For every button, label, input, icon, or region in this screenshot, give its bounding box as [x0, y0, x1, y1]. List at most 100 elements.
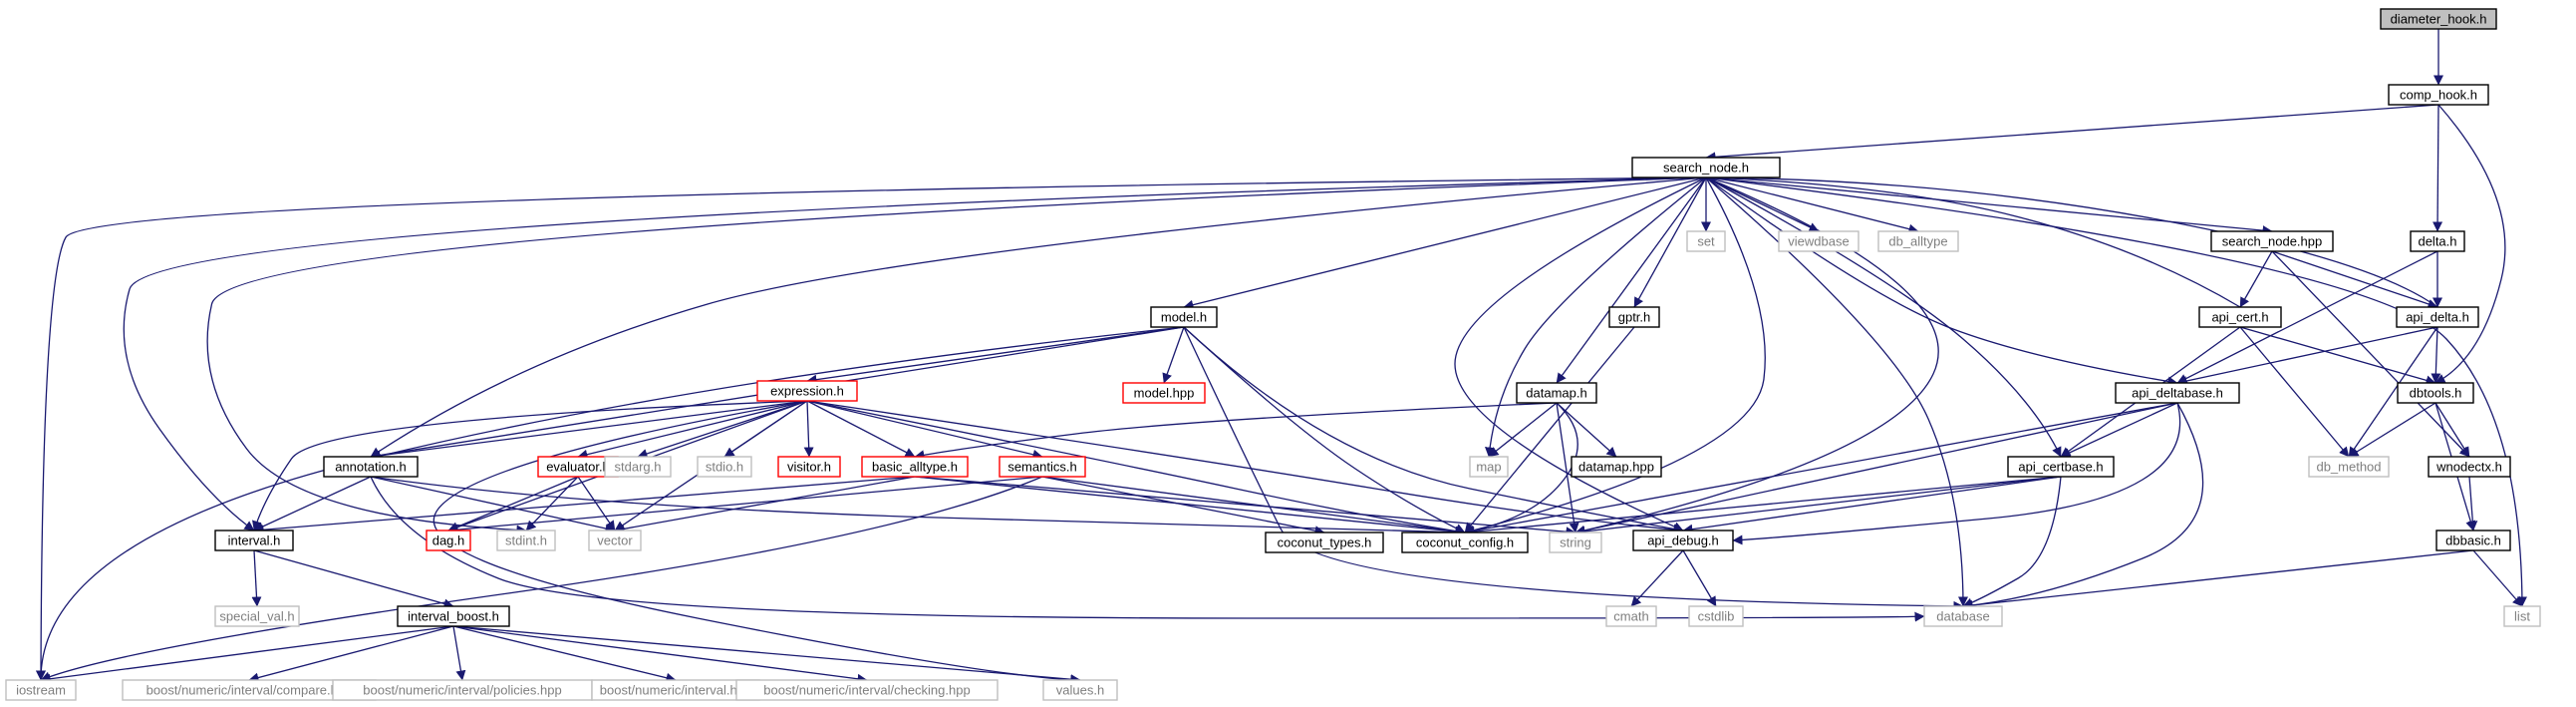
node-coconut-types[interactable]: coconut_types.h — [1265, 531, 1384, 553]
node-box — [1571, 456, 1662, 478]
node-box — [426, 530, 471, 551]
node-iostream: iostream — [5, 679, 77, 701]
node-box — [2115, 382, 2240, 404]
node-box — [1688, 605, 1744, 627]
node-comp-hook[interactable]: comp_hook.h — [2388, 84, 2489, 106]
node-dbtools[interactable]: dbtools.h — [2397, 382, 2474, 404]
node-box — [1122, 382, 1206, 404]
node-box — [5, 679, 77, 701]
node-api-cert[interactable]: api_cert.h — [2198, 306, 2282, 328]
node-semantics[interactable]: semantics.h — [999, 456, 1086, 478]
node-label: viewdbase — [1788, 233, 1849, 248]
edge-search_node-to-api_debug — [1454, 177, 1707, 531]
edge-evaluator-to-vector — [577, 476, 616, 531]
node-label: basic_alltype.h — [872, 459, 958, 474]
edge-api_cert-to-dbtools — [2239, 326, 2436, 386]
node-gptr[interactable]: gptr.h — [1608, 306, 1660, 328]
edge-delta-to-api_deltabase — [2176, 250, 2438, 384]
node-box — [2198, 306, 2282, 328]
edge-datamap-to-string — [1556, 402, 1579, 533]
node-label: boost/numeric/interval/policies.hpp — [363, 682, 561, 697]
edge-interval_boost-to-iostream — [40, 625, 454, 684]
node-coconut-config[interactable]: coconut_config.h — [1401, 531, 1529, 553]
node-model-hpp[interactable]: model.hpp — [1122, 382, 1206, 404]
edge-datamap-to-basic_alltype — [914, 402, 1558, 461]
node-api-debug[interactable]: api_debug.h — [1632, 530, 1734, 551]
edge-annotation-to-coconut_config — [370, 476, 1466, 537]
node-db-alltype: db_alltype — [1877, 230, 1959, 252]
edge-evaluator-to-stdint — [525, 476, 579, 531]
node-map: map — [1469, 456, 1509, 478]
node-basic-alltype[interactable]: basic_alltype.h — [861, 456, 969, 478]
node-b-compare: boost/numeric/interval/compare.hpp — [122, 679, 377, 701]
node-label: stdint.h — [505, 532, 547, 547]
node-database: database — [1923, 605, 2003, 627]
node-api-delta[interactable]: api_delta.h — [2396, 306, 2479, 328]
edge-semantics-to-iostream — [40, 476, 1043, 682]
edge-api_certbase-to-coconut_config — [1464, 476, 2062, 537]
node-label: coconut_config.h — [1416, 534, 1514, 549]
edge-basic_alltype-to-string — [914, 476, 1576, 537]
node-evaluator[interactable]: evaluator.h — [537, 456, 619, 478]
node-label: annotation.h — [335, 459, 407, 474]
edge-datamap-to-coconut_config — [1464, 402, 1578, 536]
node-wnodectx[interactable]: wnodectx.h — [2428, 456, 2511, 478]
edge-datamap-to-map — [1488, 402, 1558, 458]
node-box — [2308, 456, 2390, 478]
edge-search_node-to-database — [1705, 177, 1968, 607]
node-delta[interactable]: delta.h — [2410, 230, 2465, 252]
edge-expression-to-api_debug — [806, 400, 1684, 535]
edge-search_node_hpp-to-wnodectx — [2271, 250, 2470, 458]
node-b-interval: boost/numeric/interval.hpp — [591, 679, 760, 701]
edge-interval_boost-to-b_compare — [248, 625, 454, 683]
node-box — [1549, 531, 1602, 553]
node-annotation[interactable]: annotation.h — [323, 456, 419, 478]
node-label: set — [1697, 233, 1715, 248]
node-dbbasic[interactable]: dbbasic.h — [2435, 530, 2511, 551]
node-interval[interactable]: interval.h — [214, 530, 294, 551]
node-box — [588, 530, 642, 551]
node-box — [1608, 306, 1660, 328]
node-search-node[interactable]: search_node.h — [1631, 157, 1781, 178]
node-datamap-hpp[interactable]: datamap.hpp — [1571, 456, 1662, 478]
node-box — [214, 530, 294, 551]
node-diameter-hook[interactable]: diameter_hook.h — [2380, 8, 2497, 30]
node-model[interactable]: model.h — [1150, 306, 1218, 328]
edge-api_delta-to-db_method — [2348, 326, 2438, 458]
node-label: list — [2514, 608, 2530, 623]
node-label: string — [1560, 534, 1591, 549]
edge-dbbasic-to-database — [1962, 549, 2474, 610]
node-search-node-hpp[interactable]: search_node.hpp — [2210, 230, 2334, 252]
node-visitor[interactable]: visitor.h — [777, 456, 841, 478]
node-label: cstdlib — [1698, 608, 1735, 623]
node-list: list — [2503, 605, 2541, 627]
node-datamap[interactable]: datamap.h — [1516, 382, 1597, 404]
node-b-checking: boost/numeric/interval/checking.hpp — [735, 679, 999, 701]
edge-api_certbase-to-database — [1962, 476, 2062, 608]
edge-expression-to-coconut_config — [806, 400, 1466, 536]
node-label: visitor.h — [787, 459, 831, 474]
node-interval-boost[interactable]: interval_boost.h — [397, 605, 510, 627]
node-box — [1631, 157, 1781, 178]
edge-model-to-api_debug — [1183, 326, 1684, 534]
edge-search_node-to-db_alltype — [1705, 177, 1919, 234]
node-label: model.hpp — [1134, 385, 1195, 400]
node-api-certbase[interactable]: api_certbase.h — [2007, 456, 2115, 478]
node-label: comp_hook.h — [2400, 87, 2477, 102]
node-label: semantics.h — [1007, 459, 1076, 474]
node-cstdlib: cstdlib — [1688, 605, 1744, 627]
edge-search_node-to-model — [1183, 177, 1707, 310]
node-box — [861, 456, 969, 478]
node-box — [1778, 230, 1860, 252]
node-label: api_delta.h — [2406, 309, 2469, 324]
node-box — [2210, 230, 2334, 252]
node-api-deltabase[interactable]: api_deltabase.h — [2115, 382, 2240, 404]
edge-basic_alltype-to-vector — [614, 476, 916, 534]
node-expression[interactable]: expression.h — [756, 380, 858, 402]
edge-interval_boost-to-b_checking — [452, 625, 868, 684]
edge-model-to-expression — [806, 326, 1185, 385]
node-label: stdarg.h — [615, 459, 662, 474]
node-label: gptr.h — [1618, 309, 1651, 324]
node-box — [1469, 456, 1509, 478]
node-dag[interactable]: dag.h — [426, 530, 471, 551]
